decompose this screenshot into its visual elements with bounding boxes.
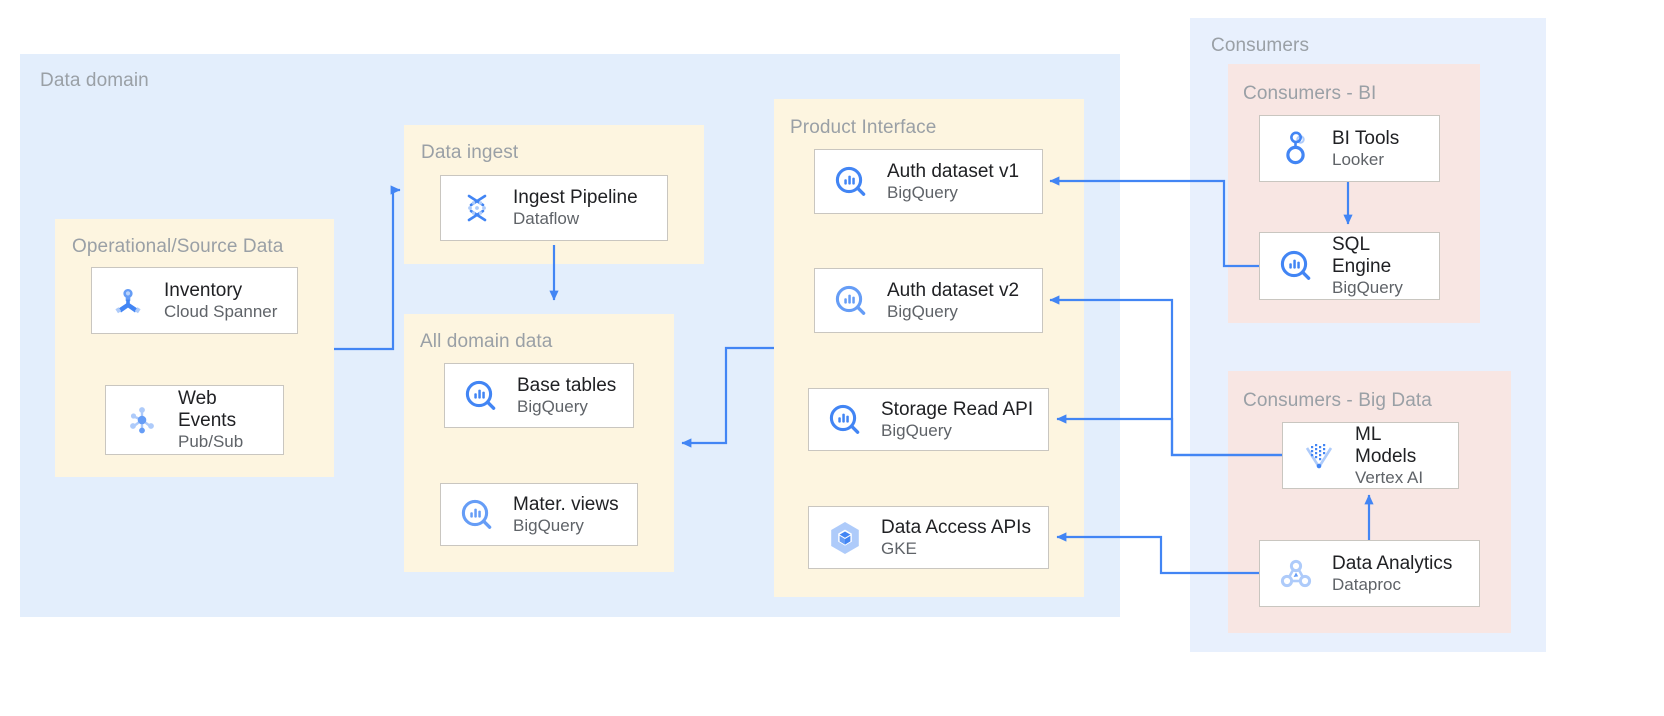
node-auth-dataset-v1-text: Auth dataset v1 BigQuery bbox=[887, 161, 1019, 203]
dataflow-icon bbox=[455, 186, 499, 230]
node-data-analytics-title: Data Analytics bbox=[1332, 552, 1453, 574]
gke-icon bbox=[823, 516, 867, 560]
node-auth-dataset-v2[interactable]: Auth dataset v2 BigQuery bbox=[814, 268, 1043, 333]
node-data-analytics[interactable]: Data Analytics Dataproc bbox=[1259, 540, 1480, 607]
node-auth-dataset-v2-text: Auth dataset v2 BigQuery bbox=[887, 280, 1019, 322]
pubsub-icon bbox=[120, 398, 164, 442]
node-web-events-sub: Pub/Sub bbox=[178, 432, 244, 452]
group-consumers-big-data-title: Consumers - Big Data bbox=[1243, 390, 1432, 411]
node-storage-read-api-text: Storage Read API BigQuery bbox=[881, 399, 1033, 441]
bigquery-icon bbox=[829, 160, 873, 204]
node-ml-models[interactable]: ML Models Vertex AI bbox=[1282, 422, 1459, 489]
group-data-domain-title: Data domain bbox=[40, 70, 149, 91]
group-data-ingest-title: Data ingest bbox=[421, 142, 519, 163]
node-storage-read-api-sub: BigQuery bbox=[881, 420, 952, 440]
dataproc-icon bbox=[1274, 552, 1318, 596]
node-auth-dataset-v2-title: Auth dataset v2 bbox=[887, 279, 1020, 301]
node-mater-views-title: Mater. views bbox=[513, 493, 619, 515]
node-data-analytics-text: Data Analytics Dataproc bbox=[1332, 553, 1452, 595]
looker-icon bbox=[1274, 127, 1318, 171]
node-auth-dataset-v1-title: Auth dataset v1 bbox=[887, 160, 1020, 182]
node-bi-tools-text: BI Tools Looker bbox=[1332, 128, 1399, 170]
node-sql-engine-text: SQL Engine BigQuery bbox=[1332, 234, 1403, 298]
node-inventory-title: Inventory bbox=[164, 279, 243, 301]
node-storage-read-api[interactable]: Storage Read API BigQuery bbox=[808, 388, 1049, 451]
node-sql-engine-title: SQL Engine bbox=[1332, 234, 1392, 278]
node-ml-models-sub: Vertex AI bbox=[1355, 467, 1424, 487]
node-sql-engine-sub: BigQuery bbox=[1332, 278, 1403, 298]
node-bi-tools-sub: Looker bbox=[1332, 149, 1384, 169]
node-storage-read-api-title: Storage Read API bbox=[881, 398, 1034, 420]
node-mater-views-text: Mater. views BigQuery bbox=[513, 494, 619, 536]
node-ingest-pipeline-sub: Dataflow bbox=[513, 209, 580, 229]
node-web-events-title: Web Events bbox=[178, 388, 237, 432]
node-mater-views-sub: BigQuery bbox=[513, 515, 584, 535]
node-auth-dataset-v2-sub: BigQuery bbox=[887, 301, 958, 321]
bigquery-icon bbox=[823, 398, 867, 442]
node-sql-engine[interactable]: SQL Engine BigQuery bbox=[1259, 232, 1440, 300]
node-mater-views[interactable]: Mater. views BigQuery bbox=[440, 483, 638, 546]
group-consumers-bi-title: Consumers - BI bbox=[1243, 83, 1377, 104]
group-all-domain-data-title: All domain data bbox=[420, 331, 553, 352]
node-base-tables-text: Base tables BigQuery bbox=[517, 375, 616, 417]
node-data-analytics-sub: Dataproc bbox=[1332, 574, 1401, 594]
node-bi-tools-title: BI Tools bbox=[1332, 127, 1400, 149]
node-inventory[interactable]: Inventory Cloud Spanner bbox=[91, 267, 298, 334]
node-inventory-text: Inventory Cloud Spanner bbox=[164, 280, 277, 322]
cloud-spanner-icon bbox=[106, 279, 150, 323]
node-auth-dataset-v1-sub: BigQuery bbox=[887, 182, 958, 202]
bigquery-icon bbox=[1274, 244, 1318, 288]
node-inventory-sub: Cloud Spanner bbox=[164, 301, 278, 321]
vertex-ai-icon bbox=[1297, 434, 1341, 478]
node-web-events[interactable]: Web Events Pub/Sub bbox=[105, 385, 284, 455]
node-base-tables[interactable]: Base tables BigQuery bbox=[444, 363, 634, 428]
group-consumers-title: Consumers bbox=[1211, 35, 1310, 56]
node-auth-dataset-v1[interactable]: Auth dataset v1 BigQuery bbox=[814, 149, 1043, 214]
node-data-access-apis-title: Data Access APIs bbox=[881, 516, 1031, 538]
node-ml-models-text: ML Models Vertex AI bbox=[1355, 424, 1423, 488]
node-ml-models-title: ML Models bbox=[1355, 423, 1417, 467]
node-ingest-pipeline[interactable]: Ingest Pipeline Dataflow bbox=[440, 175, 668, 241]
node-data-access-apis[interactable]: Data Access APIs GKE bbox=[808, 506, 1049, 569]
bigquery-icon bbox=[829, 279, 873, 323]
node-web-events-text: Web Events Pub/Sub bbox=[178, 388, 243, 452]
node-base-tables-sub: BigQuery bbox=[517, 396, 588, 416]
node-bi-tools[interactable]: BI Tools Looker bbox=[1259, 115, 1440, 182]
node-ingest-pipeline-text: Ingest Pipeline Dataflow bbox=[513, 187, 638, 229]
bigquery-icon bbox=[455, 493, 499, 537]
group-operational-source-data-title: Operational/Source Data bbox=[72, 236, 284, 257]
node-base-tables-title: Base tables bbox=[517, 374, 617, 396]
node-data-access-apis-sub: GKE bbox=[881, 538, 917, 558]
node-ingest-pipeline-title: Ingest Pipeline bbox=[513, 187, 638, 209]
node-data-access-apis-text: Data Access APIs GKE bbox=[881, 517, 1031, 559]
group-product-interface-title: Product Interface bbox=[790, 117, 937, 138]
bigquery-icon bbox=[459, 374, 503, 418]
